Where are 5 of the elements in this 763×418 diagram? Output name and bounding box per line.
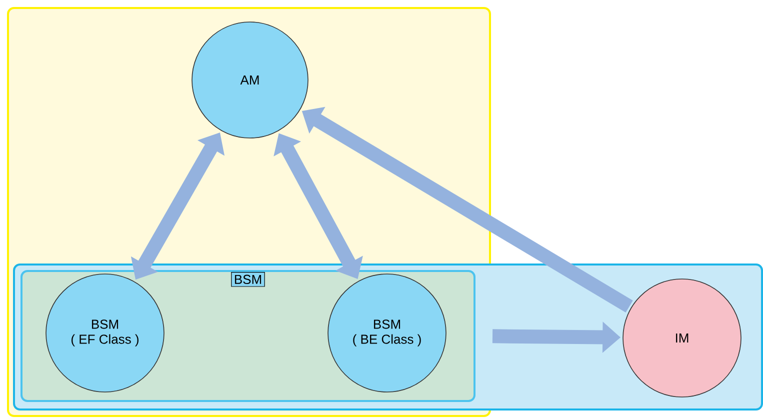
circle-node: IM (622, 278, 742, 398)
circle-node: AM (192, 22, 308, 138)
group-label: BSM (231, 272, 265, 287)
circle-node: BSM ( BE Class ) (328, 274, 446, 392)
circle-node: BSM ( EF Class ) (46, 274, 164, 392)
